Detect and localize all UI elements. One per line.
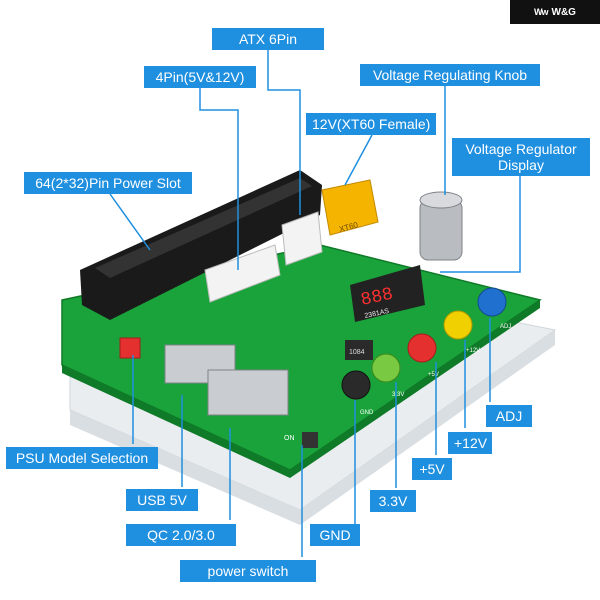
- chip-mark: 1084: [349, 349, 365, 356]
- label-xt60: 12V(XT60 Female): [306, 113, 436, 135]
- terminal-adj: [477, 287, 507, 317]
- label-5v: +5V: [412, 458, 452, 480]
- knob-body: [419, 199, 463, 261]
- label-qc: QC 2.0/3.0: [126, 524, 236, 546]
- label-12v: +12V: [448, 432, 492, 454]
- label-psu-select: PSU Model Selection: [6, 447, 158, 469]
- leader-atx6: [267, 50, 301, 215]
- leader-pin64: [109, 193, 151, 251]
- label-vr-display: Voltage Regulator Display: [452, 138, 590, 176]
- terminal-mark-12v: +12V: [466, 348, 480, 354]
- label-adj: ADJ: [486, 405, 532, 427]
- leader-lines: [109, 50, 521, 557]
- on-mark: ON: [284, 435, 295, 442]
- terminal-5v: [407, 333, 437, 363]
- label-power-switch: power switch: [180, 560, 316, 582]
- acrylic-base-edge: [70, 330, 555, 525]
- label-gnd: GND: [310, 524, 360, 546]
- label-33v: 3.3V: [370, 490, 416, 512]
- leader-display: [440, 176, 521, 273]
- brand-name: W&G: [551, 6, 576, 18]
- xt60-connector: [321, 179, 379, 236]
- psu-dip-switch: [119, 337, 141, 359]
- pin64-slot-top: [95, 178, 312, 278]
- brand-logo-mark: Ww: [534, 7, 548, 17]
- leader-xt60: [344, 134, 373, 186]
- label-atx-6pin: ATX 6Pin: [212, 28, 324, 50]
- label-4pin: 4Pin(5V&12V): [144, 66, 256, 88]
- qc-port: [207, 369, 289, 416]
- pin4-connector: [204, 244, 281, 303]
- label-voltage-knob: Voltage Regulating Knob: [360, 64, 540, 86]
- power-switch-part: [302, 432, 318, 448]
- terminal-12v: [443, 310, 473, 340]
- knob-top: [419, 191, 463, 209]
- leader-pin4: [199, 88, 239, 270]
- terminal-gnd: [341, 370, 371, 400]
- label-usb5v: USB 5V: [126, 489, 198, 511]
- label-pin64: 64(2*32)Pin Power Slot: [24, 172, 192, 194]
- terminal-mark-33v: 3.3V: [392, 392, 404, 398]
- terminal-mark-5v: +5V: [428, 372, 439, 378]
- display-module: [350, 265, 425, 322]
- terminal-33v: [371, 353, 401, 383]
- atx6-connector: [281, 211, 323, 266]
- terminal-mark-adj: ADJ: [500, 324, 511, 330]
- regulator-chip: [345, 340, 373, 360]
- brand-logo: Ww W&G: [510, 0, 600, 24]
- terminal-mark-gnd: GND: [360, 410, 374, 416]
